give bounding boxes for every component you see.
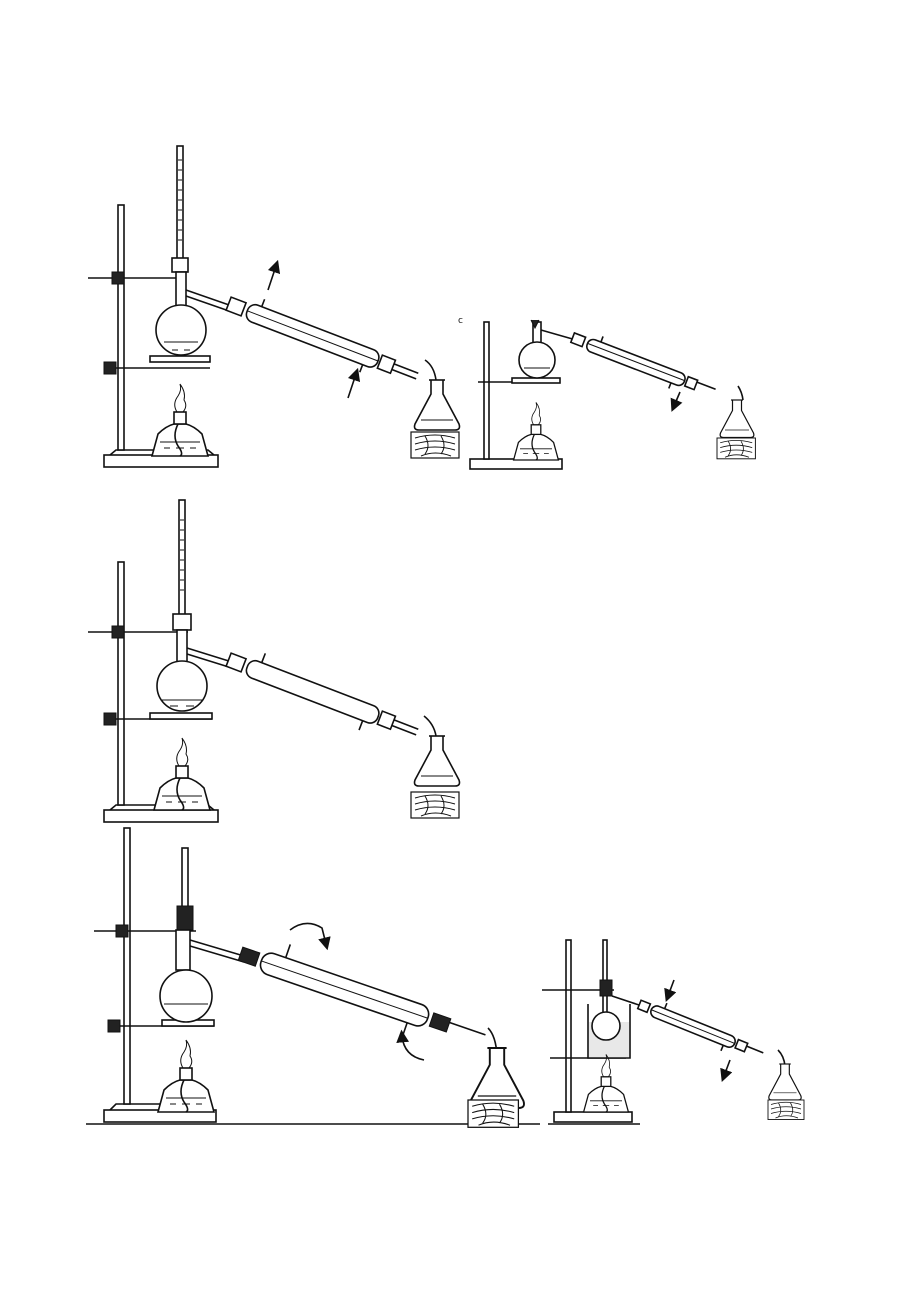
apparatus-d (86, 827, 540, 1128)
apparatus-b (469, 319, 756, 470)
apparatus-c (88, 499, 461, 823)
apparatus-a (88, 145, 461, 468)
small-mark-label: c (458, 316, 463, 326)
apparatus-e (542, 939, 805, 1125)
